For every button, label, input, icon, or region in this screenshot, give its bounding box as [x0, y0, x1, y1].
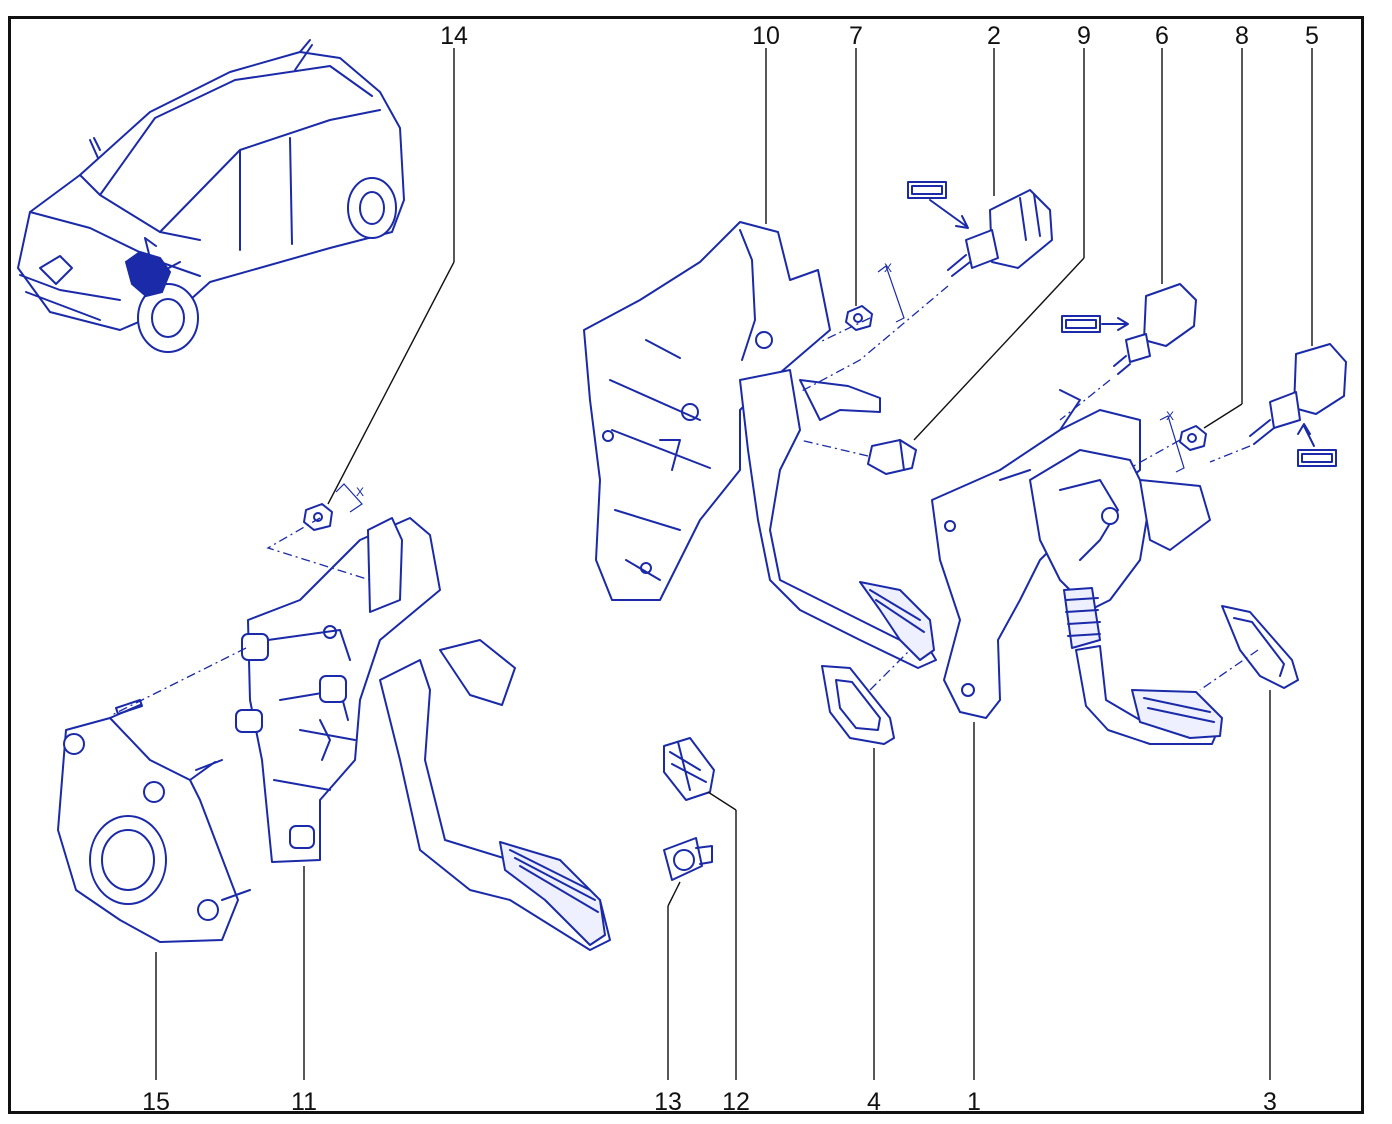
callout-7: 7 — [849, 22, 863, 50]
booster-flange-15 — [57, 699, 251, 943]
pedal-switch-6 — [1113, 283, 1197, 375]
callout-14: 14 — [440, 22, 468, 50]
torque-mark-7: X — [883, 261, 893, 275]
callout-11: 11 — [291, 1088, 317, 1116]
pedal-pad-4 — [821, 665, 895, 745]
callout-9: 9 — [1077, 22, 1091, 50]
car-thumbnail — [17, 39, 405, 353]
torque-mark-8: X — [1165, 409, 1175, 423]
brake-pedal-lever-11 — [379, 639, 611, 951]
pedal-box-10 — [583, 221, 831, 601]
pedal-switch-5 — [1249, 343, 1347, 445]
accelerator-lever-1 — [1075, 479, 1223, 745]
connector-symbols — [907, 181, 1337, 467]
callout-5: 5 — [1305, 22, 1319, 50]
nut-14 — [303, 503, 333, 531]
bush-12 — [663, 737, 715, 801]
pedal-box-11 — [235, 517, 441, 863]
callout-8: 8 — [1235, 22, 1249, 50]
callout-3: 3 — [1263, 1088, 1277, 1116]
pedal-mechanism-1 — [1029, 449, 1151, 649]
clip-9 — [867, 439, 917, 475]
callout-4: 4 — [867, 1088, 881, 1116]
nut-8 — [1179, 425, 1207, 451]
callout-12: 12 — [722, 1088, 750, 1116]
leader-lines — [155, 48, 1313, 1080]
torque-marks — [335, 265, 1185, 513]
stud-13 — [663, 837, 713, 881]
torque-mark-14: X — [355, 485, 365, 499]
callout-15: 15 — [142, 1088, 170, 1116]
nut-7 — [845, 305, 873, 331]
callout-13: 13 — [654, 1088, 682, 1116]
clutch-pedal-lever-10 — [739, 369, 937, 669]
callout-1: 1 — [967, 1088, 981, 1116]
pedal-pad-3 — [1221, 605, 1299, 689]
pedal-switch-2 — [947, 189, 1053, 277]
assembly-lines — [109, 285, 1259, 717]
callout-6: 6 — [1155, 22, 1169, 50]
callout-10: 10 — [752, 22, 780, 50]
callout-2: 2 — [987, 22, 1001, 50]
